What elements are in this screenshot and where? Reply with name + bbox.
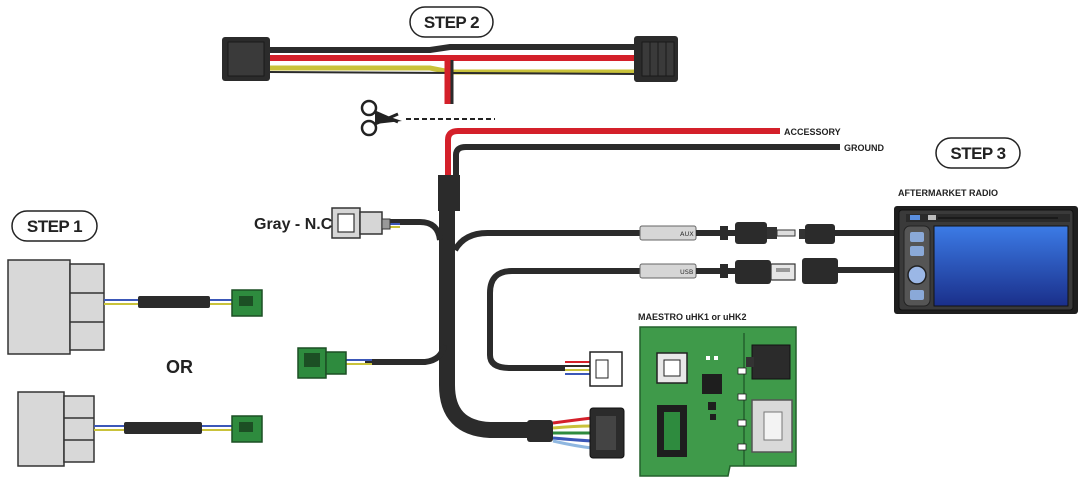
harness-green-connector	[297, 347, 347, 379]
aftermarket-radio-label: AFTERMARKET RADIO	[898, 188, 998, 198]
scissors-icon	[360, 99, 402, 137]
main-harness	[345, 128, 840, 450]
step1-label: STEP 1	[27, 217, 82, 236]
or-label: OR	[166, 357, 193, 377]
accessory-label: ACCESSORY	[784, 127, 841, 137]
gray-nc-label: Gray - N.C	[254, 216, 333, 233]
step1-badge: STEP 1	[11, 210, 98, 242]
aux-tag-label: AUX	[680, 230, 694, 238]
step3-badge: STEP 3	[935, 137, 1021, 169]
vehicle-connector-b	[17, 391, 263, 467]
ground-label: GROUND	[844, 143, 884, 153]
module-small-plug	[565, 351, 623, 387]
maestro-label: MAESTRO uHK1 or uHK2	[638, 312, 747, 322]
usb-cable: USB	[639, 258, 895, 284]
aux-cable: AUX	[639, 222, 895, 244]
step2-label: STEP 2	[424, 13, 479, 32]
aftermarket-radio	[894, 206, 1078, 314]
module-main-plug	[589, 407, 625, 459]
usb-tag-label: USB	[680, 268, 693, 276]
radio-screen	[933, 225, 1069, 307]
maestro-module	[639, 326, 797, 477]
step2-badge: STEP 2	[409, 6, 494, 38]
step2-harness	[222, 36, 678, 104]
vehicle-connector-a	[7, 259, 263, 355]
gray-nc-connector	[331, 207, 391, 239]
step3-label: STEP 3	[950, 144, 1005, 163]
